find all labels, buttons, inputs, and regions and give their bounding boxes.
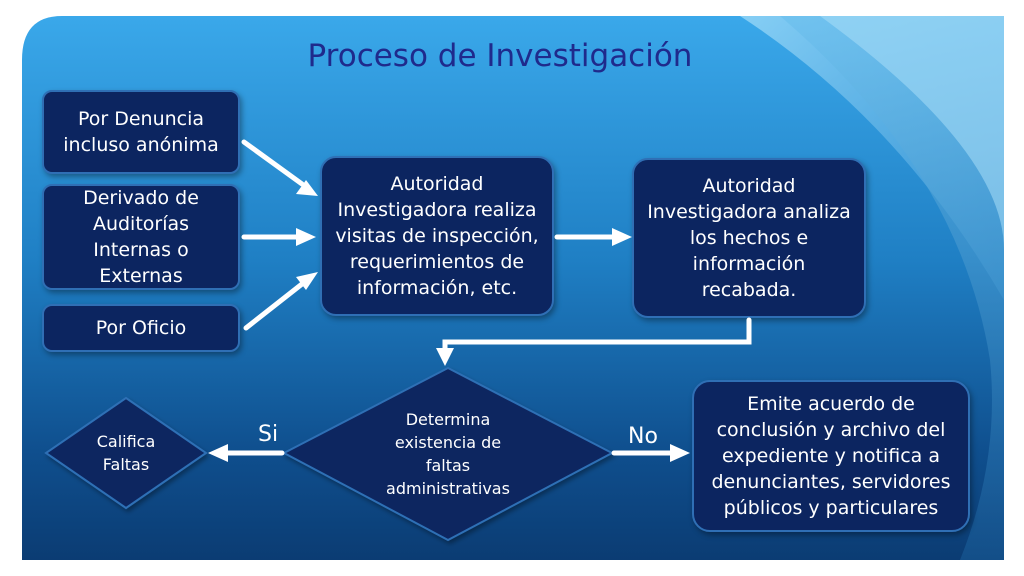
califica-label: Califica Faltas [96,432,156,474]
decision-label: Determina existencia de faltas administr… [386,410,510,498]
source-denuncia-box: Por Denuncia incluso anónima [42,90,240,174]
arrowhead-auditorias [296,228,316,246]
source-auditorias-box: Derivado de Auditorías Internas o Extern… [42,184,240,290]
arrowhead-oficio [296,272,318,290]
source-oficio-label: Por Oficio [95,317,187,339]
arrow-oficio-to-visitas [243,281,305,331]
arrowhead-analiza [436,348,454,366]
step-analiza-label: Autoridad Investigadora analiza los hech… [647,175,851,301]
arrowhead-califica [208,444,228,462]
decision-diamond [281,366,615,542]
step-visitas-label: Autoridad Investigadora realiza visitas … [335,173,539,299]
arrowhead-denuncia [296,180,318,196]
source-auditorias-label: Derivado de Auditorías Internas o Extern… [83,187,199,287]
outcome-emite-label: Emite acuerdo de conclusión y archivo de… [711,393,951,519]
source-oficio-box: Por Oficio [42,304,240,352]
arrow-analiza-to-decision [442,317,752,353]
step-analiza-box: Autoridad Investigadora analiza los hech… [632,158,866,318]
califica-diamond [44,396,208,510]
source-denuncia-label: Por Denuncia incluso anónima [63,108,219,156]
no-branch-label: No [628,424,658,449]
page-title: Proceso de Investigación [307,38,693,74]
arrowhead-emite [670,444,690,462]
outcome-emite-box: Emite acuerdo de conclusión y archivo de… [692,380,970,532]
step-visitas-box: Autoridad Investigadora realiza visitas … [320,156,554,316]
yes-branch-label: Si [258,422,279,447]
arrowhead-visitas [612,228,632,246]
arrow-denuncia-to-visitas [241,139,305,187]
